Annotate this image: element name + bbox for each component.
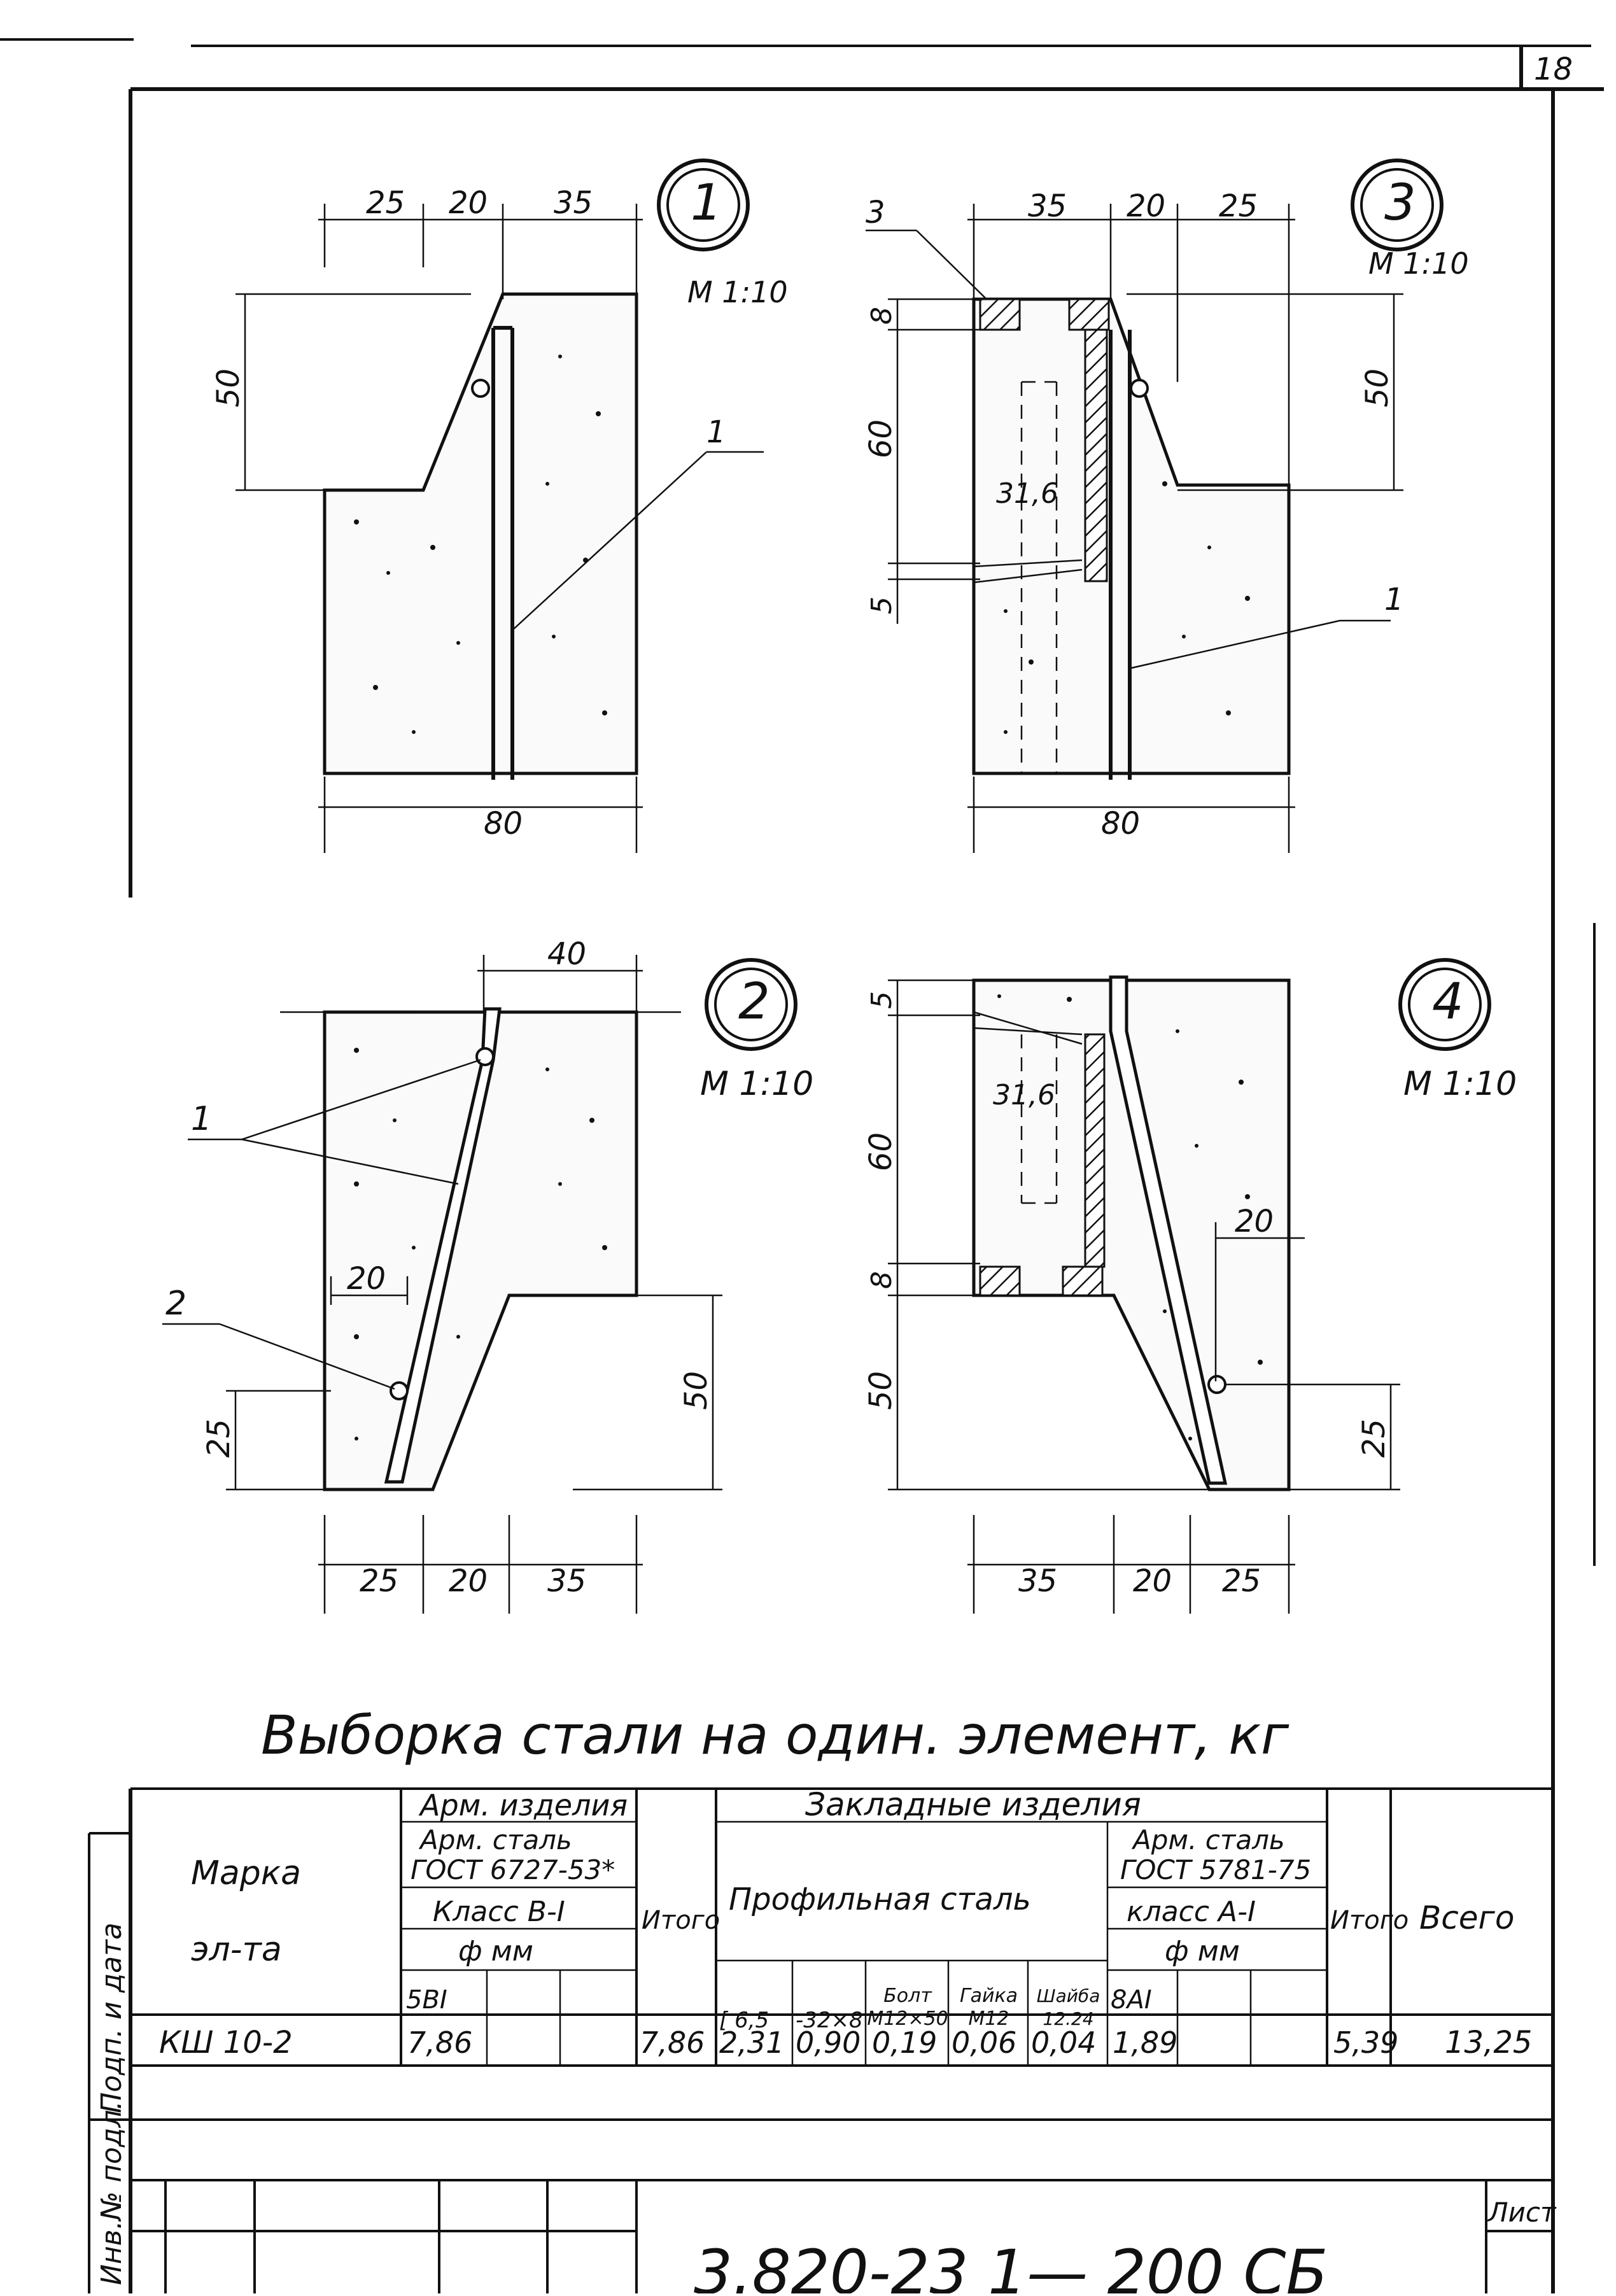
hdr-itogo: Итого	[642, 1906, 720, 1935]
detail-4-dim-bottom-0: 35	[1018, 1563, 1057, 1599]
detail-3-scale: M 1:10	[1368, 246, 1469, 281]
detail-2-dim-left2: 25	[201, 1419, 237, 1458]
hdr-profile-bolt: Болт М12×50	[867, 1985, 948, 2030]
hdr-5b: 5ВI	[406, 1985, 447, 2015]
detail-4-dim-top: 5	[866, 991, 898, 1009]
detail-3-dim-left-1: 60	[863, 419, 899, 458]
row-b5: 7,86	[407, 2025, 472, 2060]
side-stamp	[88, 1832, 130, 2293]
hdr-profil: Профильная сталь	[729, 1882, 1031, 1917]
hdr-8a: 8АI	[1111, 1985, 1152, 2015]
hdr-vsego: Всего	[1419, 1899, 1514, 1936]
detail-1-dim-bottom: 80	[484, 806, 523, 842]
row-p32: 0,90	[796, 2025, 861, 2060]
detail-4-dim-bottom-2: 25	[1222, 1563, 1261, 1599]
detail-3-dim-right: 50	[1360, 369, 1395, 407]
detail-3-callout-3: 3	[866, 195, 885, 230]
table-title: Выборка стали на один. элемент, кг	[261, 1704, 1289, 1766]
hdr-arm-steel2-2: ГОСТ 5781-75	[1120, 1854, 1311, 1885]
document-code: 3.820-23 1— 200 СБ	[694, 2237, 1328, 2293]
detail-4-dim-inner: 31,6	[993, 1079, 1055, 1111]
detail-4-dim-bottom-1: 20	[1133, 1563, 1172, 1599]
hdr-profile-bolt-box: Болт М12×50	[867, 1985, 948, 2030]
hdr-itogo2: Итого	[1330, 1906, 1409, 1935]
hdr-phi-mm2: ф мм	[1165, 1935, 1240, 1968]
hdr-profile-washer: Шайба 12.24	[1036, 1985, 1100, 2029]
detail-4-dim-left-1: 8	[866, 1271, 898, 1289]
hdr-arm-steel-2: ГОСТ 6727-53*	[411, 1854, 615, 1885]
list-label: Лист	[1487, 2197, 1557, 2228]
hdr-klass-b: Класс В-I	[433, 1896, 565, 1928]
detail-1-dim-left: 50	[211, 369, 246, 407]
detail-3-dim-top-2: 25	[1219, 188, 1258, 224]
detail-1-scale: M 1:10	[687, 275, 788, 309]
detail-3-dim-top-1: 20	[1127, 188, 1165, 224]
detail-3-dim-top-0: 35	[1028, 188, 1067, 224]
detail-1-number: 1	[691, 174, 722, 232]
detail-4-dim-left-2: 50	[863, 1371, 899, 1410]
hdr-arm-steel2-1: Арм. сталь	[1131, 1824, 1285, 1856]
hdr-phi-mm: ф мм	[458, 1935, 533, 1968]
detail-2-dim-left: 20	[347, 1261, 386, 1297]
sheet-number: 18	[1534, 52, 1573, 87]
hdr-zakl: Закладные изделия	[805, 1786, 1141, 1823]
detail-4-dim-right: 20	[1235, 1204, 1274, 1239]
detail-2-dim-bottom-0: 25	[360, 1563, 398, 1599]
detail-2-callout-1: 1	[191, 1100, 212, 1138]
detail-2-dim-right: 50	[678, 1371, 714, 1410]
hdr-arm-izd: Арм. изделия	[418, 1788, 628, 1822]
title-block-lines	[130, 2180, 1553, 2293]
detail-4-dim-right2: 25	[1356, 1419, 1392, 1458]
row-washer: 0,04	[1031, 2025, 1096, 2060]
row-mark: КШ 10-2	[159, 2025, 293, 2060]
col-mark-1: Марка	[191, 1854, 301, 1892]
sheet-frame	[0, 38, 1604, 2293]
detail-3-dim-bottom: 80	[1101, 806, 1140, 842]
row-a8: 1,89	[1113, 2025, 1177, 2060]
detail-2-dim-bottom-1: 20	[449, 1563, 488, 1599]
detail-2-scale: M 1:10	[700, 1065, 813, 1103]
detail-2-callout-2: 2	[165, 1285, 186, 1323]
detail-4-number: 4	[1432, 973, 1464, 1031]
row-total: 13,25	[1445, 2025, 1532, 2060]
row-itogo: 7,86	[640, 2025, 705, 2060]
steel-table-grid	[130, 1787, 1553, 2181]
detail-2-number: 2	[738, 973, 770, 1031]
col-mark-2: эл-та	[191, 1931, 282, 1969]
side-label-sign: Подп. и дата	[95, 1922, 128, 2113]
detail-3-number: 3	[1384, 174, 1416, 232]
side-label-inv: Инв.№ подл.	[95, 2101, 128, 2285]
row-c65: 2,31	[719, 2025, 784, 2060]
detail-4-scale: M 1:10	[1403, 1065, 1517, 1103]
detail-1-dim-top-0: 25	[366, 185, 405, 221]
detail-3-dim-left-2: 5	[866, 596, 898, 614]
hdr-profile-p32: -32×8	[796, 2008, 863, 2033]
detail-1-callout-1: 1	[706, 414, 726, 450]
detail-1-dim-top-2: 35	[554, 185, 593, 221]
detail-3-dim-left-0: 8	[866, 307, 898, 325]
detail-2-dim-top: 40	[547, 936, 586, 972]
detail-1-dim-top-1: 20	[449, 185, 488, 221]
row-bolt: 0,19	[872, 2025, 937, 2060]
hdr-profile-nut-box: Гайка М12	[959, 1985, 1018, 2030]
detail-4-dim-left-0: 60	[863, 1132, 899, 1171]
hdr-profile-c65: [ 6,5	[719, 2008, 769, 2033]
hdr-arm-steel-1: Арм. сталь	[418, 1824, 572, 1856]
detail-3-dim-inner: 31,6	[996, 477, 1058, 510]
hdr-profile-nut: Гайка М12	[959, 1985, 1018, 2030]
row-nut: 0,06	[952, 2025, 1016, 2060]
detail-3-callout-1: 1	[1384, 582, 1404, 617]
row-itogo2: 5,39	[1333, 2025, 1398, 2060]
detail-2	[162, 955, 797, 1614]
hdr-profile-washer-box: Шайба 12.24	[1036, 1985, 1100, 2029]
detail-3	[866, 158, 1444, 853]
hdr-klass-a: класс А-I	[1127, 1896, 1256, 1928]
detail-2-dim-bottom-2: 35	[547, 1563, 586, 1599]
detail-1	[235, 158, 764, 853]
detail-4	[888, 958, 1491, 1614]
